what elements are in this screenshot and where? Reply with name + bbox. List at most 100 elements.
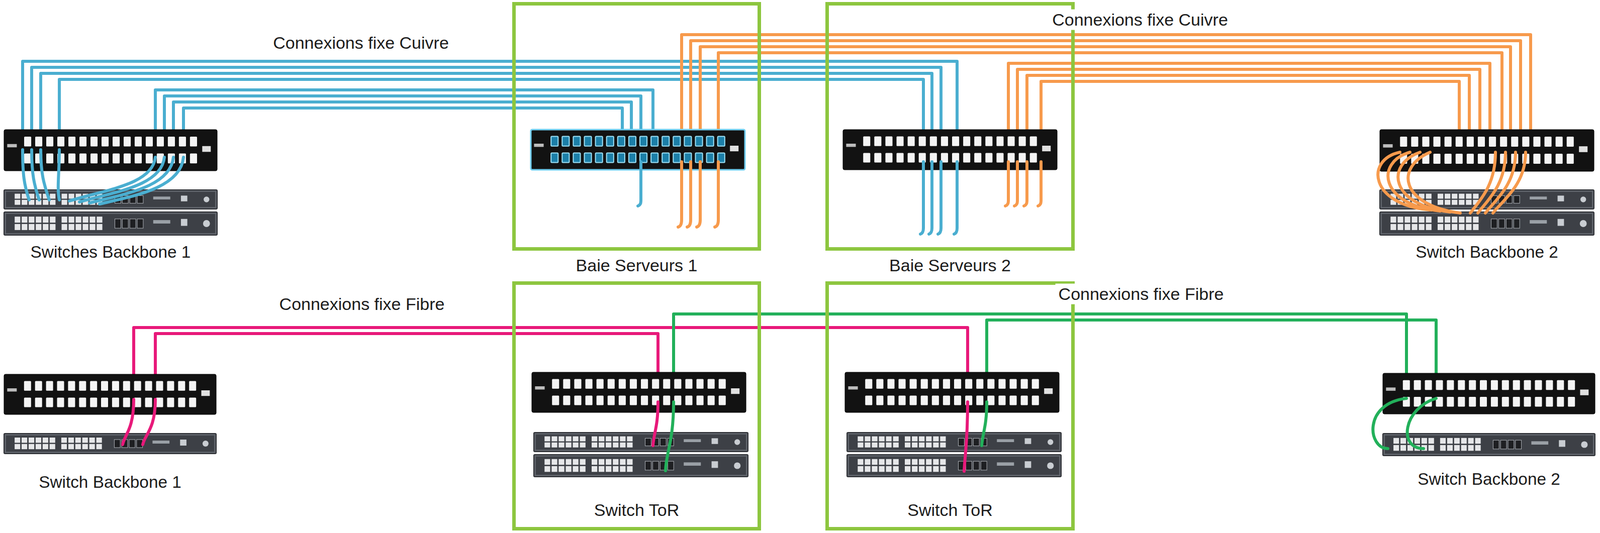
switch-port: [1475, 438, 1481, 444]
switch-port: [1468, 445, 1474, 451]
cable-bundle: [1074, 63, 1490, 130]
switch-port: [1412, 224, 1418, 231]
panel-mark: [848, 386, 858, 390]
switch-detail: [711, 438, 719, 444]
patch-panel: [530, 129, 745, 170]
switch-port: [893, 459, 899, 465]
switch-detail: [996, 439, 1014, 443]
switch-port: [558, 436, 564, 442]
switch-port: [918, 459, 925, 465]
switch-detail: [1558, 440, 1566, 447]
panel-port: [551, 379, 559, 390]
panel-port: [696, 379, 704, 390]
panel-port: [24, 381, 32, 392]
switch-port: [558, 459, 564, 465]
panel-port: [561, 152, 570, 163]
panel-port: [123, 397, 131, 408]
switch-port: [918, 442, 925, 448]
switch-port: [598, 442, 605, 448]
cable: [825, 79, 924, 136]
switch-port: [612, 466, 619, 473]
sfp-slot: [1506, 219, 1513, 229]
panel-port: [46, 153, 54, 164]
switch-port: [49, 444, 56, 450]
sfp-slot: [129, 439, 136, 448]
label-anchor: Connexions fixe Fibre: [276, 294, 448, 315]
switch-port: [89, 444, 96, 450]
panel-port: [717, 136, 725, 147]
switch-port: [28, 444, 35, 450]
switch-detail: [1557, 195, 1565, 202]
rack-cable: [673, 314, 762, 379]
equipment-group: Switch Backbone 2: [1379, 129, 1594, 265]
switch-port: [96, 437, 103, 443]
switch-detail: [180, 195, 188, 202]
sfp-slot: [1508, 440, 1515, 450]
equipment-art: [825, 2, 1075, 251]
panel-port: [628, 136, 636, 147]
switch: [4, 212, 218, 236]
switch-logo: [1047, 439, 1054, 445]
switch-logo: [1047, 462, 1054, 469]
panel-port: [940, 136, 949, 147]
switch-port: [1419, 224, 1425, 231]
switch-port: [1472, 216, 1479, 223]
switch-port: [605, 459, 612, 465]
panel-port: [707, 395, 715, 406]
panel-port: [1556, 380, 1564, 391]
panel-port: [584, 136, 592, 147]
panel-port: [909, 395, 917, 406]
equipment-group: Switch Backbone 2: [1382, 373, 1595, 493]
panel-port: [67, 397, 75, 408]
panel-port: [918, 136, 926, 147]
switch-port: [1451, 216, 1458, 223]
patch-panel: [844, 372, 1060, 413]
switch-logo: [1579, 220, 1587, 228]
panel-port: [639, 136, 647, 147]
switch-port: [871, 459, 878, 465]
switch-face: [1384, 435, 1593, 454]
switch-port: [580, 436, 586, 442]
patch-cord: [1407, 398, 1437, 449]
panel-port: [618, 379, 626, 390]
switch-port: [28, 224, 35, 231]
switch-port: [904, 436, 911, 442]
panel-port: [1031, 379, 1040, 390]
switch-logo: [203, 196, 210, 203]
cable-bundle: [133, 327, 826, 375]
switch-face: [6, 435, 215, 452]
cable: [1008, 63, 1075, 136]
switch-port: [89, 216, 96, 223]
switch-port: [1472, 224, 1479, 231]
switch-port: [96, 224, 103, 231]
panel-port: [134, 381, 142, 392]
switch-port: [61, 224, 68, 231]
switch-port: [28, 216, 35, 223]
switch-port: [1419, 216, 1425, 223]
switch-port: [605, 466, 612, 473]
switch-port: [544, 466, 550, 473]
panel-port: [1477, 153, 1485, 164]
patch-cord: [981, 402, 987, 446]
panel-port: [573, 136, 581, 147]
panel-port: [1020, 395, 1028, 406]
panel-port: [551, 395, 559, 406]
panel-port: [865, 379, 873, 390]
switch-port: [879, 459, 885, 465]
switch-port: [21, 444, 28, 450]
switch-detail: [180, 219, 188, 227]
panel-port: [561, 136, 570, 147]
panel-port: [985, 152, 993, 163]
switch-port: [96, 216, 103, 223]
switch-port: [1461, 438, 1467, 444]
panel-port: [1501, 380, 1510, 391]
panel-port: [673, 136, 681, 147]
switch-port: [918, 466, 925, 473]
panel-port: [166, 381, 174, 392]
panel-body: [4, 129, 218, 171]
switch-port: [925, 442, 932, 448]
switch-port: [879, 466, 885, 473]
switch-port: [871, 442, 878, 448]
cable: [1074, 63, 1490, 130]
panel-port: [145, 153, 153, 164]
